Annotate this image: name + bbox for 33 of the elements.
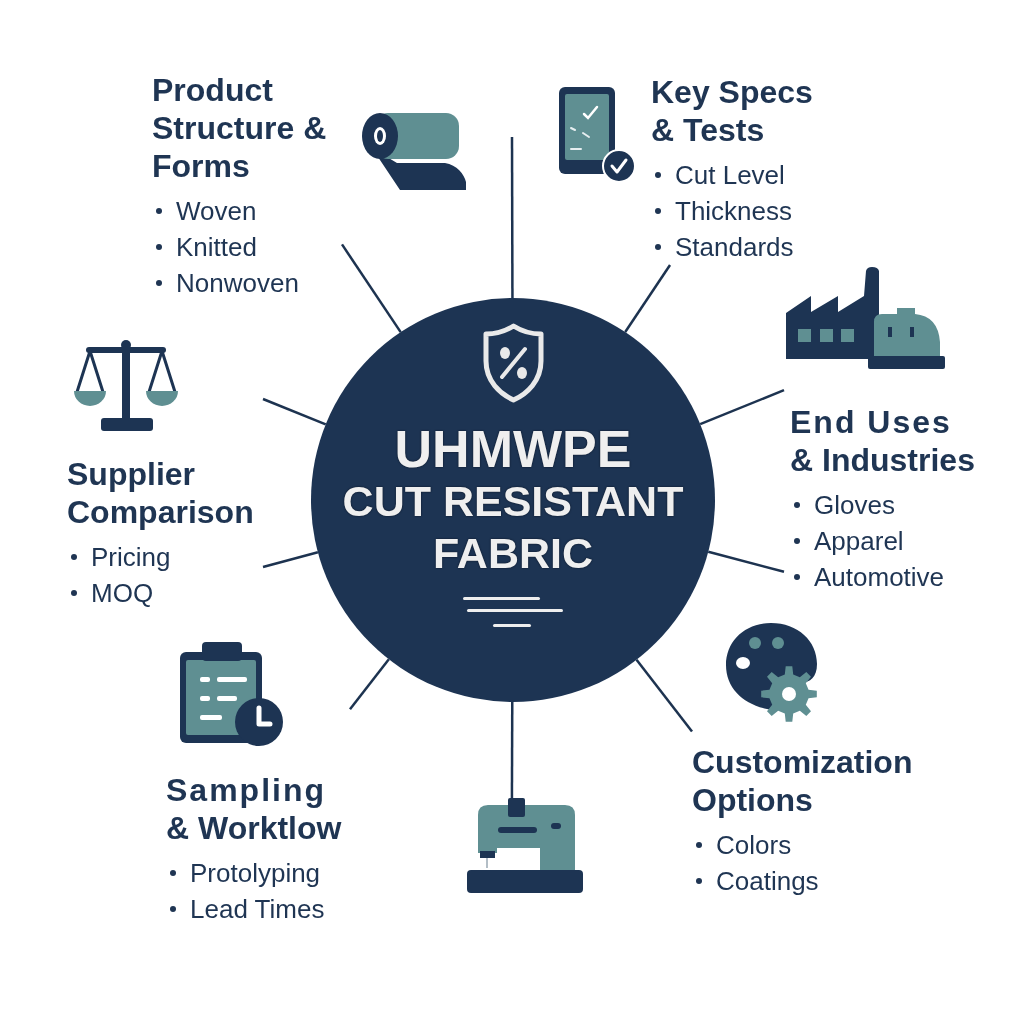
list-item: Coatings — [716, 865, 819, 898]
connector-line — [349, 658, 390, 710]
sewing-machine-icon — [467, 798, 583, 893]
topic-heading: Product Structure & Forms — [152, 71, 328, 185]
list-item: Standards — [675, 231, 794, 264]
connector-line — [699, 389, 785, 426]
list-item: MOQ — [91, 577, 154, 610]
list-item: Automotive — [814, 561, 945, 594]
connector-line — [635, 659, 693, 733]
topic-heading: Sampling & Worktlow — [166, 771, 343, 847]
hub-title: UHMWPE CUT RESISTANT FABRIC — [341, 423, 685, 579]
connector-line — [262, 397, 327, 426]
list-item: Knitted — [176, 231, 257, 264]
list-item: Cut Level — [675, 159, 785, 192]
connector-line — [510, 702, 514, 798]
list-item: Lead Times — [190, 893, 325, 926]
connector-line — [707, 550, 785, 573]
connector-line — [340, 243, 402, 333]
connector-line — [262, 551, 319, 569]
connector-line — [510, 137, 514, 298]
list-item: Pricing — [91, 541, 171, 574]
topic-heading: Customization Options — [692, 743, 914, 819]
list-item: Gloves — [814, 489, 895, 522]
list-item: Thickness — [675, 195, 793, 228]
topic-heading: Key Specs & Tests — [651, 73, 814, 149]
list-item: Woven — [176, 195, 257, 228]
list-item: Apparel — [814, 525, 904, 558]
connector-line — [624, 264, 672, 333]
list-item: Nonwoven — [176, 267, 299, 300]
topic-heading: End Uses & Industries — [790, 403, 976, 479]
list-item: Protolyping — [190, 857, 321, 890]
list-item: Colors — [716, 829, 792, 862]
topic-heading: Supplier Comparison — [67, 455, 255, 531]
